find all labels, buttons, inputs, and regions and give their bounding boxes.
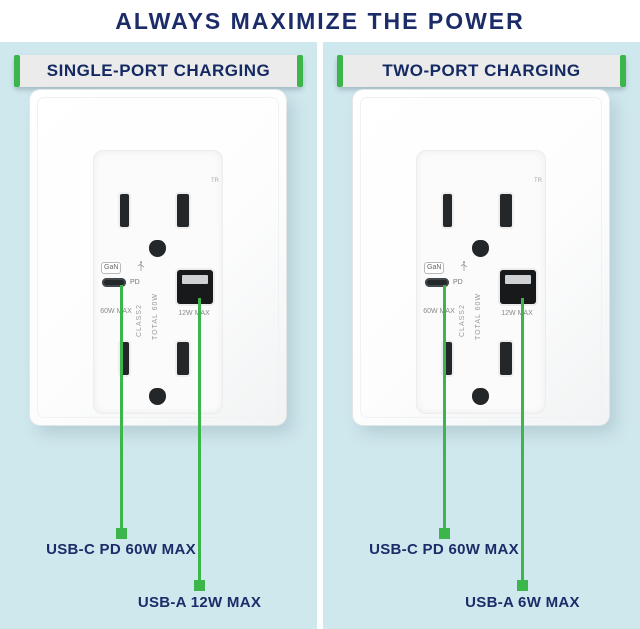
power-slot-bottom-left — [443, 342, 452, 375]
class-label: CLASS2 — [459, 304, 466, 337]
pd-label: PD — [453, 279, 463, 286]
power-slot-bottom-right — [500, 342, 512, 375]
panel-single-port: SINGLE-PORT CHARGING TR GaN PD 60W MAX C… — [0, 42, 317, 629]
usb-c-port — [425, 278, 449, 287]
usb-c-rating: 60W MAX — [100, 308, 132, 315]
ground-hole-top — [149, 240, 166, 257]
callout-line-usb-a — [521, 298, 524, 582]
accent-bar-right — [620, 55, 626, 87]
gan-label: GaN — [424, 262, 445, 274]
callout-line-usb-a — [198, 298, 201, 582]
gan-label: GaN — [101, 262, 122, 274]
power-slot-bottom-right — [177, 342, 189, 375]
header-badge: TWO-PORT CHARGING — [337, 55, 626, 87]
plate-seam — [37, 97, 279, 418]
ground-hole-top — [472, 240, 489, 257]
power-slot-bottom-left — [120, 342, 129, 375]
callout-marker-usb-a — [517, 580, 528, 591]
usb-c-rating: 60W MAX — [423, 308, 455, 315]
callout-marker-usb-a — [194, 580, 205, 591]
pd-label: PD — [130, 279, 140, 286]
ground-hole-bottom — [149, 388, 166, 405]
usb-c-port — [102, 278, 126, 287]
panel-two-port: TWO-PORT CHARGING TR GaN PD 60W MAX CLAS… — [323, 42, 640, 629]
power-slot-top-right — [177, 194, 189, 227]
outlet-face: TR GaN PD 60W MAX CLASS2 TOTAL 60W 12W M… — [416, 150, 546, 414]
title-bar: ALWAYS MAXIMIZE THE POWER — [0, 0, 640, 42]
callout-label-usb-a: USB-A 12W MAX — [137, 594, 262, 611]
power-slot-top-left — [120, 194, 129, 227]
outlet-face: TR GaN PD 60W MAX CLASS2 TOTAL 60W 12W M… — [93, 150, 223, 414]
header-badge: SINGLE-PORT CHARGING — [14, 55, 303, 87]
tr-marking: TR — [211, 178, 219, 184]
class-label: CLASS2 — [136, 304, 143, 337]
power-slot-top-left — [443, 194, 452, 227]
panel-heading: TWO-PORT CHARGING — [382, 61, 581, 80]
wall-plate: TR GaN PD 60W MAX CLASS2 TOTAL 60W 12W M… — [30, 90, 286, 425]
callout-line-usb-c — [120, 285, 123, 528]
tr-marking: TR — [534, 178, 542, 184]
ground-hole-bottom — [472, 388, 489, 405]
panel-heading: SINGLE-PORT CHARGING — [46, 61, 271, 80]
callout-label-usb-a: USB-A 6W MAX — [465, 594, 580, 611]
callout-marker-usb-c — [116, 528, 127, 539]
usb-a-rating: 12W MAX — [178, 310, 210, 317]
accent-bar-left — [337, 55, 343, 87]
callout-label-usb-c: USB-C PD 60W MAX — [369, 541, 519, 558]
accent-bar-left — [14, 55, 20, 87]
accent-bar-right — [297, 55, 303, 87]
usb-icon — [460, 261, 468, 271]
total-power-label: TOTAL 60W — [475, 293, 482, 340]
callout-label-usb-c: USB-C PD 60W MAX — [46, 541, 196, 558]
power-slot-top-right — [500, 194, 512, 227]
usb-a-port — [500, 270, 536, 304]
plate-seam — [360, 97, 602, 418]
usb-a-port — [177, 270, 213, 304]
callout-line-usb-c — [443, 285, 446, 528]
usb-icon — [137, 261, 145, 271]
wall-plate: TR GaN PD 60W MAX CLASS2 TOTAL 60W 12W M… — [353, 90, 609, 425]
usb-a-tongue — [505, 275, 531, 284]
callout-marker-usb-c — [439, 528, 450, 539]
page-title: ALWAYS MAXIMIZE THE POWER — [115, 7, 525, 34]
usb-a-tongue — [182, 275, 208, 284]
usb-a-rating: 12W MAX — [501, 310, 533, 317]
total-power-label: TOTAL 60W — [152, 293, 159, 340]
